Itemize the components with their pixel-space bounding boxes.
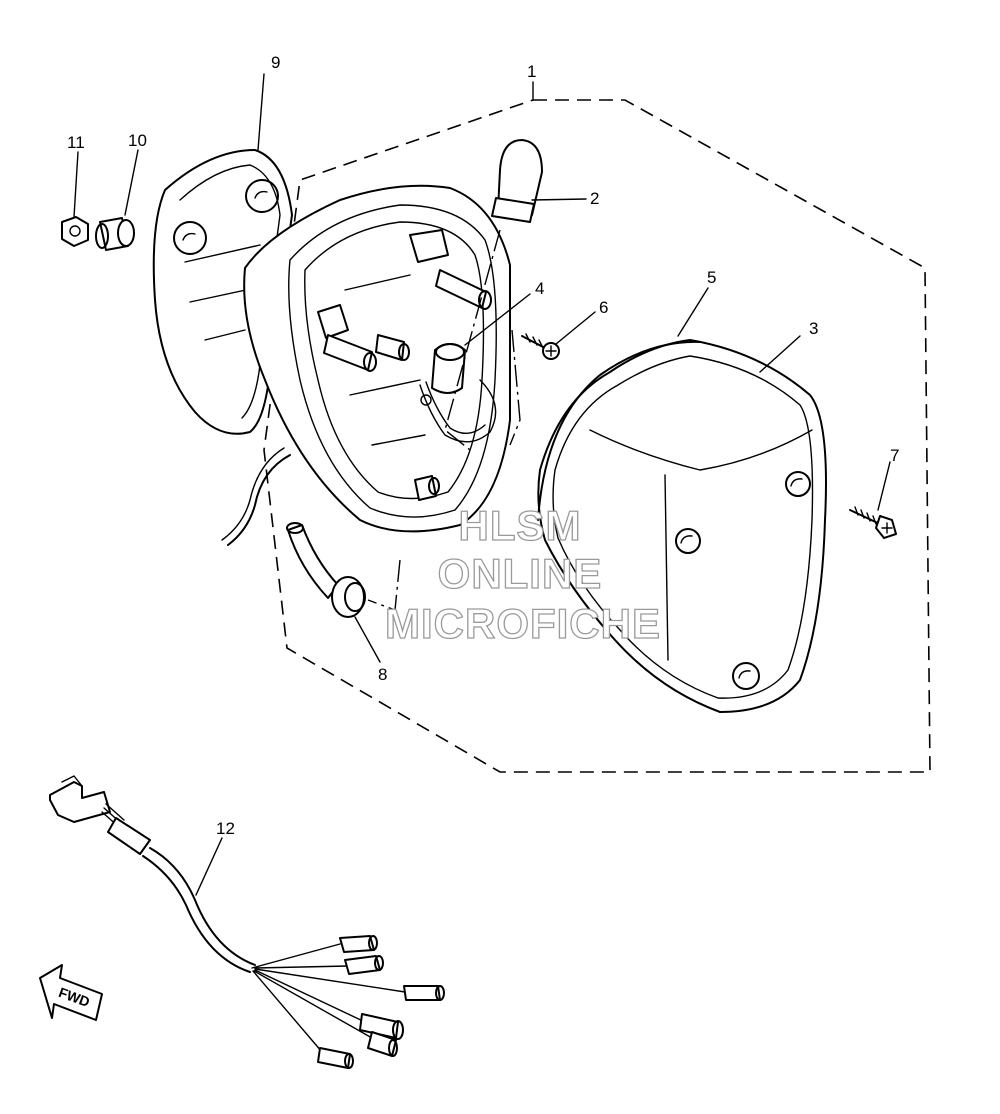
leader-lines xyxy=(73,73,891,896)
lens xyxy=(537,339,827,713)
wire-harness xyxy=(49,775,445,1069)
bulb xyxy=(491,139,543,223)
callout-12: 12 xyxy=(216,819,235,838)
screw-small xyxy=(521,333,560,360)
watermark: HLSM ONLINE MICROFICHE xyxy=(384,501,661,647)
callout-5: 5 xyxy=(707,268,716,287)
grommet xyxy=(286,522,366,618)
callout-3: 3 xyxy=(809,319,818,338)
callout-6: 6 xyxy=(599,298,608,317)
callout-1: 1 xyxy=(527,62,536,81)
watermark-line-3: MICROFICHE xyxy=(385,600,661,647)
callout-10: 10 xyxy=(128,131,147,150)
screw-long xyxy=(849,506,897,539)
collar xyxy=(95,217,135,251)
forward-arrow-icon: FWD xyxy=(39,964,103,1021)
watermark-line-2: ONLINE xyxy=(438,550,603,597)
callout-4: 4 xyxy=(535,279,544,298)
watermark-line-1: HLSM xyxy=(459,502,582,549)
wire-lead xyxy=(227,454,291,546)
callout-11: 11 xyxy=(67,133,85,152)
light-housing xyxy=(243,184,511,533)
lens-gasket xyxy=(537,340,701,521)
nut xyxy=(61,216,89,247)
callout-9: 9 xyxy=(271,53,280,72)
assembly-boundary xyxy=(263,99,931,773)
callout-8: 8 xyxy=(378,665,387,684)
callout-7: 7 xyxy=(890,446,899,465)
callout-2: 2 xyxy=(590,189,599,208)
